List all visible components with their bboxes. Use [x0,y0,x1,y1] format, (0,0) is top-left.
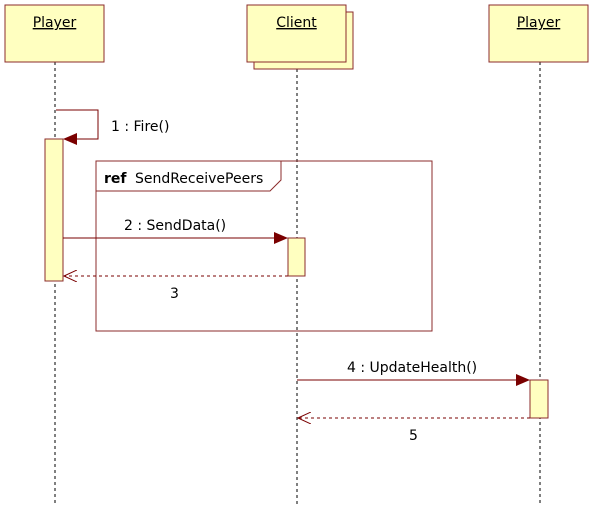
lifeline-player-left-title: Player [33,15,77,31]
ref-frame-name: SendReceivePeers [135,171,263,187]
activation-player-left [44,138,64,282]
activation-client [287,237,306,277]
ref-frame-keyword: ref [104,171,127,187]
ref-frame-tab [96,160,282,192]
message-2-label: 2 : SendData() [124,218,226,234]
lifeline-client-title: Client [276,15,317,31]
lifeline-player-left-box[interactable] [4,4,105,63]
activation-player-right [529,379,549,419]
lifeline-player-right-title: Player [517,15,561,31]
message-5-label: 5 [409,428,418,444]
message-1-arrow[interactable] [56,109,99,145]
message-4-label: 4 : UpdateHealth() [347,360,477,376]
lifeline-player-right-box[interactable] [488,4,589,63]
lifeline-client-box[interactable] [246,4,347,63]
message-3-label: 3 [170,286,179,302]
message-1-label: 1 : Fire() [111,119,169,135]
ref-frame-label: ref SendReceivePeers [104,171,263,187]
